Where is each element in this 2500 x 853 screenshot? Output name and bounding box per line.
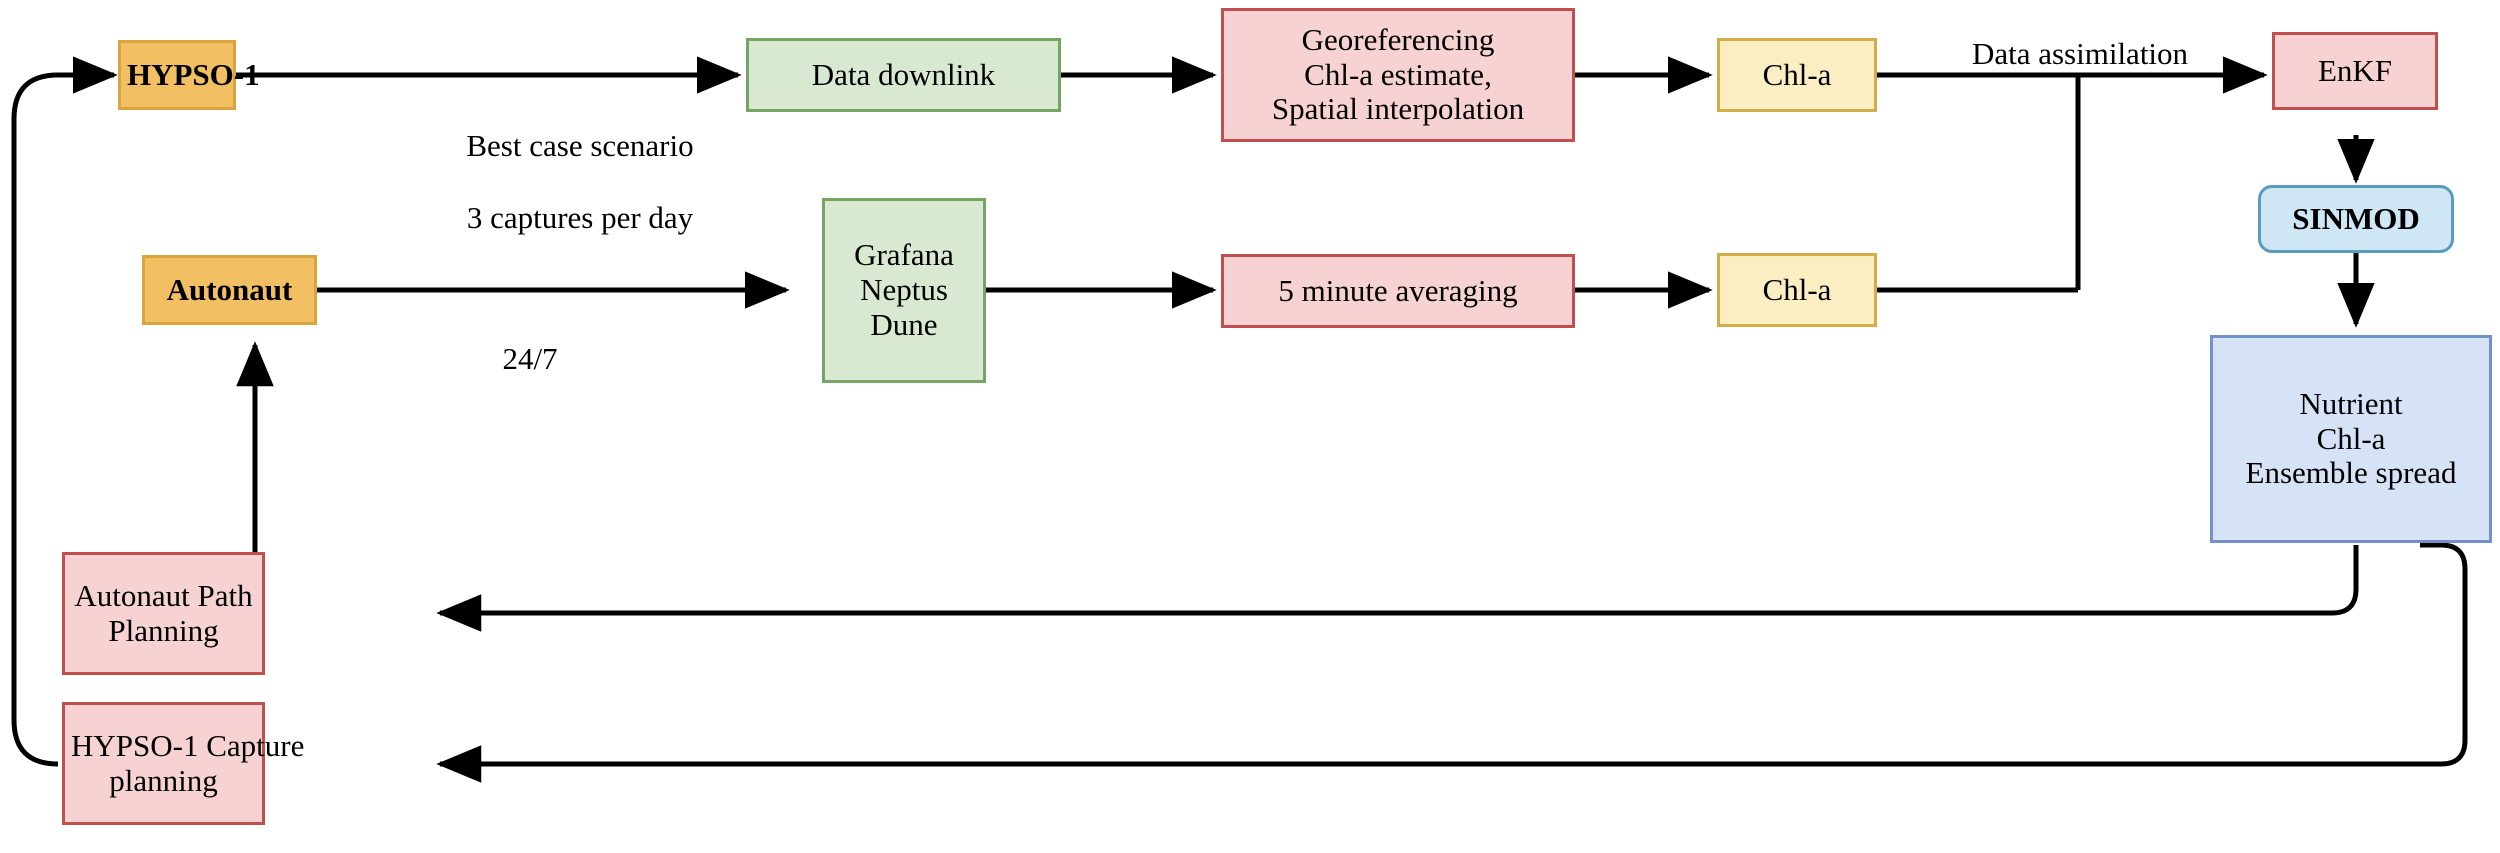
node-georeferencing[interactable]: Georeferencing Chl-a estimate, Spatial i… — [1221, 8, 1575, 142]
node-data-downlink-line-1: Data downlink — [811, 56, 996, 92]
node-grafana-neptus-dune[interactable]: Grafana Neptus Dune — [822, 198, 986, 383]
node-data-downlink[interactable]: Data downlink — [746, 38, 1061, 112]
edge-nutrient-to-hypso-capture — [436, 542, 2468, 783]
node-georeferencing-line-2: Chl-a estimate, — [1304, 56, 1492, 92]
node-grafana-line-1: Grafana — [854, 237, 954, 273]
node-autonaut-path-planning-line-2: Planning — [108, 612, 219, 648]
edge-nutrient-to-autonaut-path — [436, 545, 2359, 632]
node-grafana-line-2: Neptus — [860, 272, 948, 308]
node-autonaut-path-planning-line-1: Autonaut Path — [74, 577, 253, 613]
node-nutrient-line-3: Ensemble spread — [2245, 455, 2457, 491]
node-nutrient-line-2: Chl-a — [2316, 420, 2386, 456]
node-chla-top-line-1: Chl-a — [1762, 56, 1832, 92]
edge-label-best-case-line-2: 3 captures per day — [466, 199, 694, 235]
edge-label-duty-cycle: 24/7 — [450, 305, 610, 413]
edge-label-best-case-line-1: Best case scenario — [466, 127, 694, 163]
edge-label-data-assimilation: Data assimilation — [1900, 0, 2260, 108]
node-hypso1-capture-planning-line-2: planning — [109, 762, 218, 798]
node-sinmod-line-1: SINMOD — [2292, 200, 2420, 236]
node-autonaut-line-1: Autonaut — [166, 271, 293, 307]
node-enkf-line-1: EnKF — [2317, 52, 2393, 88]
node-georeferencing-line-1: Georeferencing — [1301, 21, 1495, 57]
edge-label-data-assimilation-line-1: Data assimilation — [1971, 35, 2189, 71]
node-nutrient[interactable]: Nutrient Chl-a Ensemble spread — [2210, 335, 2492, 543]
node-hypso1-capture-planning[interactable]: HYPSO-1 Capture planning — [62, 702, 305, 825]
node-georeferencing-line-3: Spatial interpolation — [1271, 91, 1525, 127]
node-autonaut-path-planning[interactable]: Autonaut Path Planning — [62, 552, 265, 675]
node-grafana-line-3: Dune — [870, 306, 938, 342]
node-autonaut[interactable]: Autonaut — [142, 255, 317, 325]
edge-label-duty-cycle-line-1: 24/7 — [502, 340, 558, 376]
edge-label-best-case-scenario: Best case scenario 3 captures per day — [420, 92, 740, 272]
node-hypso1-line-1: HYPSO-1 — [127, 56, 260, 92]
node-enkf[interactable]: EnKF — [2272, 32, 2438, 110]
node-sinmod[interactable]: SINMOD — [2258, 185, 2454, 253]
node-chla-top[interactable]: Chl-a — [1717, 38, 1877, 112]
node-5-minute-averaging[interactable]: 5 minute averaging — [1221, 254, 1575, 328]
node-hypso1[interactable]: HYPSO-1 — [118, 40, 260, 110]
node-chla-bottom-line-1: Chl-a — [1762, 271, 1832, 307]
node-hypso1-capture-planning-line-1: HYPSO-1 Capture — [71, 727, 305, 763]
node-5-minute-averaging-line-1: 5 minute averaging — [1278, 272, 1518, 308]
node-chla-bottom[interactable]: Chl-a — [1717, 253, 1877, 327]
node-nutrient-line-1: Nutrient — [2299, 385, 2403, 421]
